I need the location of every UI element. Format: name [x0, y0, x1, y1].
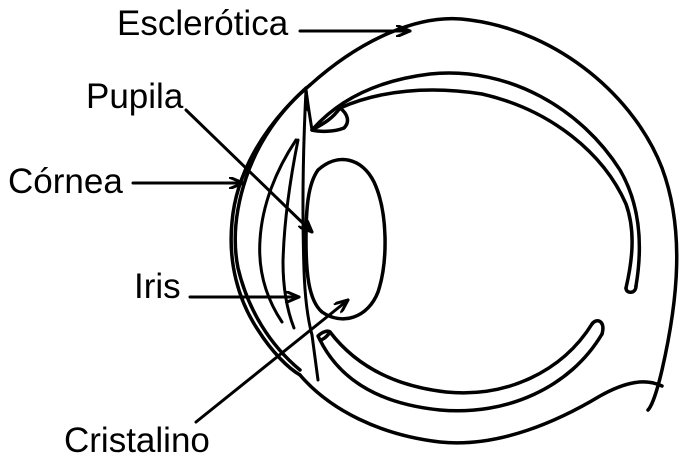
retina-upper-outer — [312, 73, 639, 286]
sclera-upper-edge — [235, 85, 310, 370]
ciliary-lower — [312, 335, 318, 380]
retina-lower-end — [592, 321, 603, 334]
lens-outline — [306, 160, 385, 319]
cristalino-arrow — [196, 300, 348, 422]
iris-label: Iris — [134, 267, 181, 306]
cornea-inner — [260, 140, 296, 322]
retina-lower-outer — [320, 334, 602, 411]
retina-lower-cap — [318, 331, 330, 340]
esclerotica-label: Esclerótica — [117, 4, 289, 43]
iris-upper — [283, 140, 298, 328]
pupila-label: Pupila — [86, 77, 184, 116]
cornea-outer — [231, 88, 306, 375]
cristalino-label: Cristalino — [64, 421, 210, 460]
cornea-label: Córnea — [8, 162, 123, 201]
